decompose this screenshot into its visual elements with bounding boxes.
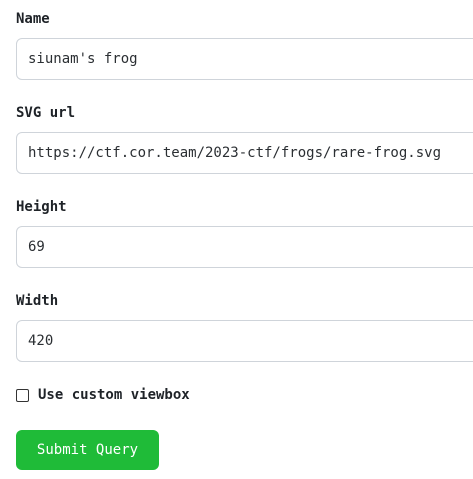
height-input[interactable] xyxy=(16,226,473,268)
submit-query-button[interactable]: Submit Query xyxy=(16,430,159,470)
custom-viewbox-row: Use custom viewbox xyxy=(16,385,190,405)
svg-url-label: SVG url xyxy=(16,105,76,121)
width-label: Width xyxy=(16,293,59,309)
custom-viewbox-label[interactable]: Use custom viewbox xyxy=(38,387,190,403)
height-label: Height xyxy=(16,199,67,215)
width-input[interactable] xyxy=(16,320,473,362)
name-label: Name xyxy=(16,11,50,27)
custom-viewbox-checkbox[interactable] xyxy=(16,388,29,402)
name-input[interactable] xyxy=(16,38,473,80)
svg-url-input[interactable] xyxy=(16,132,473,174)
